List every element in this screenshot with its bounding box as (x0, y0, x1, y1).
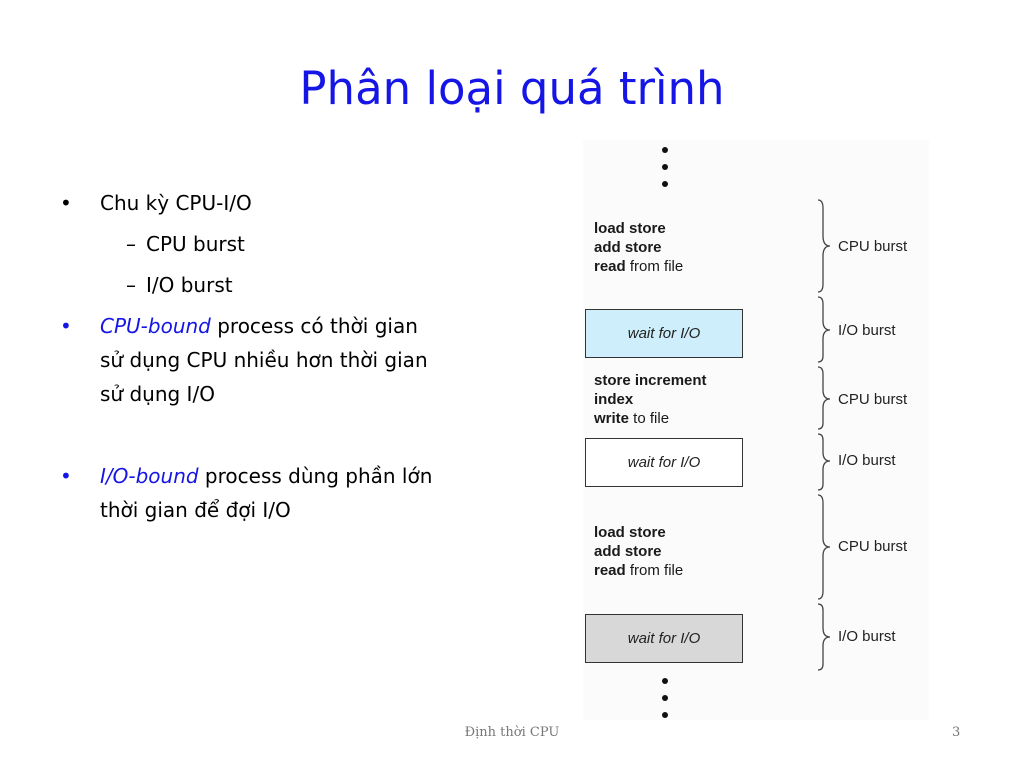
brace-io-burst (817, 296, 831, 363)
code-line: read from file (594, 561, 683, 580)
footer-title: Định thời CPU (464, 725, 560, 740)
bullet-text: process có thời gian (210, 314, 418, 338)
bullet-text: process dùng phần lớn (198, 464, 433, 488)
code-line: add store (594, 542, 683, 561)
sub-bullet-marker: – (126, 273, 136, 297)
bullet-marker: • (60, 314, 72, 338)
code-keyword: store increment (594, 372, 707, 389)
emphasis-cpu-bound: CPU-bound (100, 314, 211, 338)
wait-label: wait for I/O (627, 325, 701, 342)
bullet-marker: • (60, 191, 72, 215)
bullet-cpu-bound-line2: sử dụng CPU nhiều hơn thời gian (100, 348, 428, 372)
wait-label: wait for I/O (627, 454, 701, 471)
bullet-cpu-io-cycle: Chu kỳ CPU-I/O (100, 191, 252, 215)
sub-bullet-cpu-burst: CPU burst (146, 232, 245, 256)
code-keyword: load store (594, 524, 666, 541)
burst-label-cpu: CPU burst (838, 391, 908, 408)
bullet-marker: • (60, 464, 72, 488)
burst-label-io: I/O burst (838, 452, 896, 469)
code-line: index (594, 390, 707, 409)
bullet-list: • Chu kỳ CPU-I/O – CPU burst – I/O burst… (0, 0, 520, 600)
ellipsis-dot (662, 181, 668, 187)
wait-for-io-box: wait for I/O (585, 614, 743, 663)
ellipsis-dot (662, 147, 668, 153)
code-line: store increment (594, 371, 707, 390)
bullet-io-bound-line2: thời gian để đợi I/O (100, 498, 291, 522)
ellipsis-dot (662, 712, 668, 718)
wait-for-io-box: wait for I/O (585, 438, 743, 487)
burst-braces (817, 199, 831, 671)
code-block-2: store increment index write to file (594, 371, 707, 428)
code-line: add store (594, 238, 683, 257)
code-keyword: load store (594, 220, 666, 237)
brace-cpu-burst (817, 199, 831, 293)
code-keyword: write (594, 410, 630, 427)
wait-for-io-box: wait for I/O (585, 309, 743, 358)
emphasis-io-bound: I/O-bound (100, 464, 199, 488)
code-keyword: read (594, 258, 626, 275)
code-keyword: add store (594, 239, 662, 256)
code-keyword: index (594, 391, 634, 408)
slide-title: Phân loại quá trình (299, 62, 725, 115)
brace-cpu-burst (817, 494, 831, 600)
burst-label-io: I/O burst (838, 322, 896, 339)
sub-bullet-marker: – (126, 232, 136, 256)
brace-io-burst (817, 433, 831, 491)
wait-label: wait for I/O (627, 630, 701, 647)
code-line: load store (594, 219, 683, 238)
brace-io-burst (817, 603, 831, 671)
code-line: read from file (594, 257, 683, 276)
bullet-io-bound: I/O-bound process dùng phần lớn (100, 459, 432, 493)
ellipsis-dot (662, 164, 668, 170)
code-block-3: load store add store read from file (594, 523, 683, 580)
code-line: load store (594, 523, 683, 542)
code-line: write to file (594, 409, 707, 428)
brace-cpu-burst (817, 366, 831, 430)
bullet-cpu-bound-line3: sử dụng I/O (100, 382, 215, 406)
bullet-cpu-bound: CPU-bound process có thời gian (100, 309, 418, 343)
code-rest: from file (625, 562, 684, 579)
code-rest: to file (629, 410, 670, 427)
page-number: 3 (952, 725, 961, 740)
ellipsis-dot (662, 695, 668, 701)
burst-label-io: I/O burst (838, 628, 896, 645)
ellipsis-dot (662, 678, 668, 684)
code-keyword: add store (594, 543, 662, 560)
code-keyword: read (594, 562, 626, 579)
code-block-1: load store add store read from file (594, 219, 683, 276)
code-rest: from file (625, 258, 684, 275)
burst-label-cpu: CPU burst (838, 238, 908, 255)
sub-bullet-io-burst: I/O burst (146, 273, 233, 297)
burst-label-cpu: CPU burst (838, 538, 908, 555)
